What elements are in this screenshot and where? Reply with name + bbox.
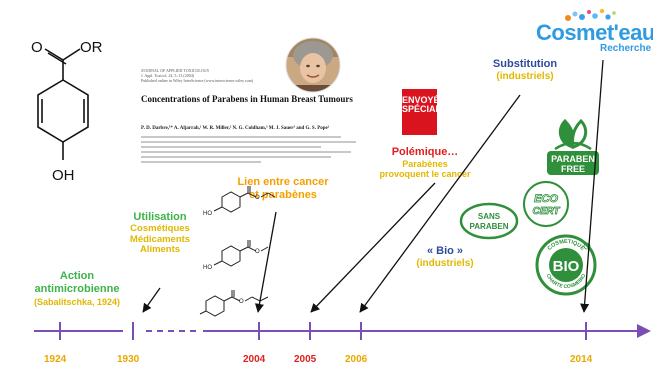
action-reference: (Sabalitschka, 1924) — [33, 297, 121, 308]
logo-subtitle: Recherche — [600, 43, 652, 54]
leaf-icon — [554, 118, 592, 151]
year-1930: 1930 — [117, 354, 140, 365]
timeline-arrowhead — [637, 324, 651, 338]
arrow-2005 — [310, 182, 436, 313]
utilisation-item: Cosmétiques — [130, 222, 190, 234]
year-2005: 2005 — [294, 354, 317, 365]
paper-journal: JOURNAL OF APPLIED TOXICOLOGY J. Appl. T… — [141, 68, 271, 84]
year-2004: 2004 — [243, 354, 266, 365]
paper-journal-line: Published online in Wiley InterScience (… — [141, 78, 254, 84]
carbonyl-label: O — [31, 39, 43, 56]
paraben-free-badge: PARABEN FREE — [547, 118, 599, 175]
paraben-molecules: HO O HO O O — [199, 186, 276, 317]
action-title: Action — [59, 270, 95, 282]
ecocert-line2: CERT — [532, 206, 560, 217]
hydroxyl-label: OH — [52, 167, 75, 184]
cosmebio-badge: COSMETIQUE CHARTE COSMEBIO BIO — [535, 234, 597, 296]
ester-label: OR — [80, 39, 103, 56]
paraben-free-line1: PARABEN — [551, 154, 595, 164]
mol1-ho: HO — [203, 211, 212, 217]
arrow-2004 — [254, 211, 277, 313]
polemique-line: provoquent le cancer — [379, 168, 471, 179]
timeline-axis — [34, 322, 637, 340]
ecocert-line1: ECO — [534, 193, 558, 205]
polemique-label: Polémique… Parabènes provoquent le cance… — [360, 146, 490, 179]
paraben-free-line2: FREE — [561, 164, 585, 174]
author-photo — [285, 37, 341, 93]
sans-paraben-line2: PARABEN — [470, 222, 509, 231]
mol3-o: O — [239, 299, 244, 305]
arrow-1930 — [142, 287, 161, 313]
cosmeteau-logo: Cosmet'eau Recherche — [532, 6, 653, 54]
cosmebio-main: BIO — [553, 258, 580, 275]
bio-title: « Bio » — [426, 245, 464, 257]
paraben-structure: O OR OH — [31, 39, 103, 184]
utilisation-label: Utilisation Cosmétiques Médicaments Alim… — [110, 211, 210, 256]
ecocert-badge: ECO CERT — [523, 181, 569, 227]
paper-journal-line: JOURNAL OF APPLIED TOXICOLOGY — [141, 68, 210, 73]
paper-journal-line: J. Appl. Toxicol. 24, 5–13 (2004) — [141, 73, 195, 79]
envoye-special-logo: ENVOYÉ SPÉCIAL — [402, 89, 442, 135]
lien-label: Lien entre cancer et parabènes — [218, 176, 348, 201]
substitution-title: Substitution — [492, 58, 558, 70]
bio-subtitle: (industriels) — [416, 257, 474, 269]
mol2-ho: HO — [203, 265, 212, 271]
action-subtitle: antimicrobienne — [34, 282, 120, 295]
mol2-o: O — [255, 249, 260, 255]
paper-title: Concentrations of Parabens in Human Brea… — [141, 94, 353, 104]
utilisation-title: Utilisation — [133, 211, 187, 223]
bio-label: « Bio » (industriels) — [395, 245, 495, 269]
sans-paraben-badge: SANS PARABEN — [459, 202, 519, 240]
utilisation-item: Médicaments — [129, 233, 191, 245]
substitution-subtitle: (industriels) — [496, 70, 554, 82]
paper-affiliations — [141, 136, 371, 166]
lien-line: et parabènes — [249, 188, 317, 201]
mol1-o: O — [255, 195, 260, 201]
special-line: SPÉCIAL — [402, 104, 442, 115]
arrow-2006 — [359, 94, 521, 313]
polemique-title: Polémique… — [391, 146, 459, 158]
year-2006: 2006 — [345, 354, 368, 365]
logo-name: Cosmet'eau — [536, 20, 653, 45]
lien-line: Lien entre cancer — [237, 176, 329, 188]
action-label: Action antimicrobienne (Sabalitschka, 19… — [2, 270, 152, 308]
year-1924: 1924 — [44, 354, 67, 365]
polemique-line: Parabènes — [402, 158, 448, 169]
envoye-line: ENVOYÉ — [402, 95, 440, 105]
year-2014: 2014 — [570, 354, 593, 365]
substitution-label: Substitution (industriels) — [470, 58, 580, 82]
water-drops-icon — [565, 8, 616, 21]
event-arrows — [142, 59, 604, 313]
utilisation-item: Aliments — [139, 244, 181, 256]
arrow-2014 — [580, 59, 604, 313]
paper-authors: P. D. Darbre,¹* A. Aljarrah,¹ W. R. Mill… — [141, 126, 330, 131]
sans-paraben-line1: SANS — [478, 212, 501, 221]
